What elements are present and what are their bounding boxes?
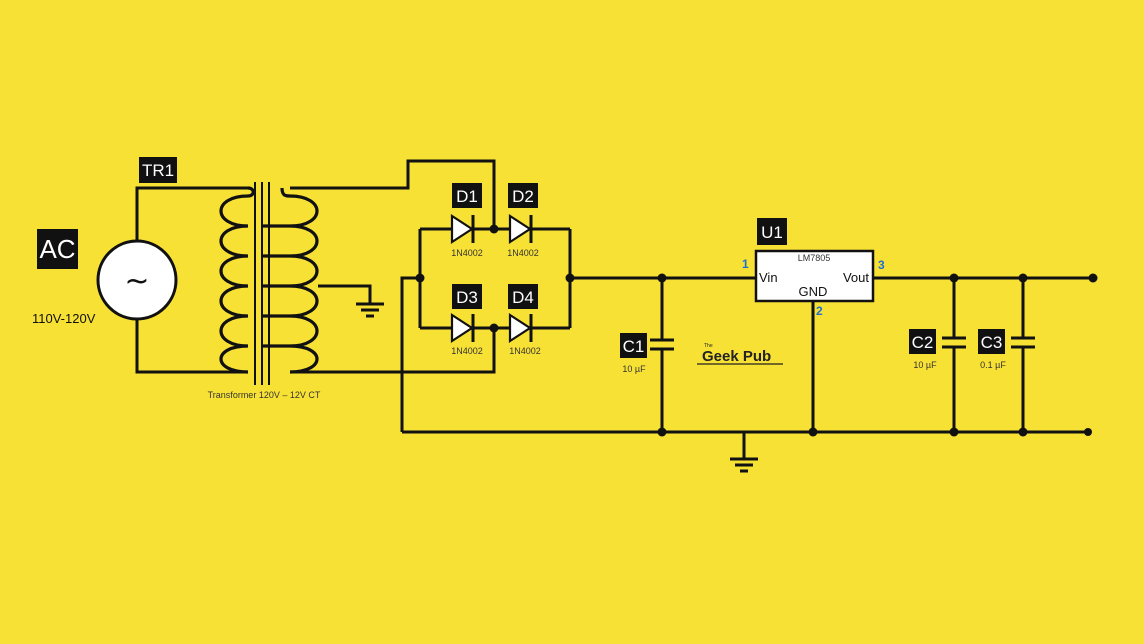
c3-value: 0.1 µF	[980, 360, 1006, 370]
capacitor-c2	[942, 336, 966, 349]
secondary-wire-bottom	[290, 328, 496, 374]
junction-dot	[808, 427, 818, 437]
diode-d1	[450, 213, 475, 245]
ground-icon	[730, 457, 758, 473]
d4-part: 1N4002	[509, 346, 541, 356]
d1-tag-bg	[452, 183, 482, 208]
junction-dot	[1018, 273, 1028, 283]
junction-dot	[1018, 427, 1028, 437]
transformer-core	[254, 182, 270, 385]
tr1-tag-bg	[139, 157, 177, 183]
capacitor-c3	[1011, 336, 1035, 349]
center-tap-wire	[318, 284, 372, 303]
ac-tag: AC	[39, 234, 75, 264]
source-wire-bottom	[135, 319, 248, 374]
c2-tag-bg	[909, 329, 936, 354]
d3-tag-bg	[452, 284, 482, 309]
diode-d4	[508, 312, 541, 344]
c3-tag-bg	[978, 329, 1005, 354]
u1-vout-label: Vout	[843, 270, 869, 285]
tr1-tag: TR1	[142, 161, 174, 180]
transformer-secondary-coil	[261, 187, 319, 374]
logo-name: Geek Pub	[702, 348, 771, 365]
u1-pin-2: 2	[816, 304, 823, 318]
c3-tag: C3	[981, 333, 1003, 352]
source-wire-top	[135, 186, 248, 241]
junction-dot	[949, 273, 959, 283]
d1-tag: D1	[456, 187, 478, 206]
regulator-u1	[754, 249, 875, 303]
u1-pin-1: 1	[742, 257, 749, 271]
output-terminal-positive	[1088, 273, 1098, 283]
d2-tag-bg	[508, 183, 538, 208]
junction-dot	[949, 427, 959, 437]
d2-part: 1N4002	[507, 248, 539, 258]
d3-part: 1N4002	[451, 346, 483, 356]
diode-d3	[450, 312, 475, 344]
u1-pin-3: 3	[878, 258, 885, 272]
ac-source: ~	[96, 239, 178, 321]
transformer-caption: Transformer 120V – 12V CT	[208, 390, 321, 400]
u1-vin-label: Vin	[759, 270, 778, 285]
junction-dot	[657, 427, 667, 437]
center-tap-ground-icon	[356, 302, 384, 318]
output-terminal-negative	[1084, 428, 1092, 436]
junction-dot	[489, 323, 499, 333]
d1-part: 1N4002	[451, 248, 483, 258]
d4-tag-bg	[508, 284, 538, 309]
u1-tag-bg	[757, 218, 787, 245]
u1-gnd-label: GND	[799, 284, 828, 299]
transformer-primary-coil	[219, 186, 255, 374]
c1-value: 10 µF	[622, 364, 646, 374]
secondary-wire-top	[290, 159, 496, 229]
ac-wave-icon: ~	[124, 264, 149, 299]
d3-tag: D3	[456, 288, 478, 307]
c2-tag: C2	[912, 333, 934, 352]
logo-small-text: The	[704, 343, 713, 349]
u1-tag: U1	[761, 223, 783, 242]
d4-tag: D4	[512, 288, 534, 307]
bridge-negative-wire	[400, 276, 420, 432]
d2-tag: D2	[512, 187, 534, 206]
c1-tag: C1	[623, 337, 645, 356]
c1-tag-bg	[620, 333, 647, 358]
u1-part: LM7805	[798, 253, 831, 263]
junction-dot	[657, 273, 667, 283]
diode-d2	[508, 213, 541, 245]
c2-value: 10 µF	[913, 360, 937, 370]
ac-tag-bg	[37, 229, 78, 269]
ac-rating: 110V-120V	[32, 311, 96, 326]
geek-pub-logo: The Geek Pub	[697, 343, 783, 365]
junction-dot	[489, 224, 499, 234]
capacitor-c1	[650, 338, 674, 351]
